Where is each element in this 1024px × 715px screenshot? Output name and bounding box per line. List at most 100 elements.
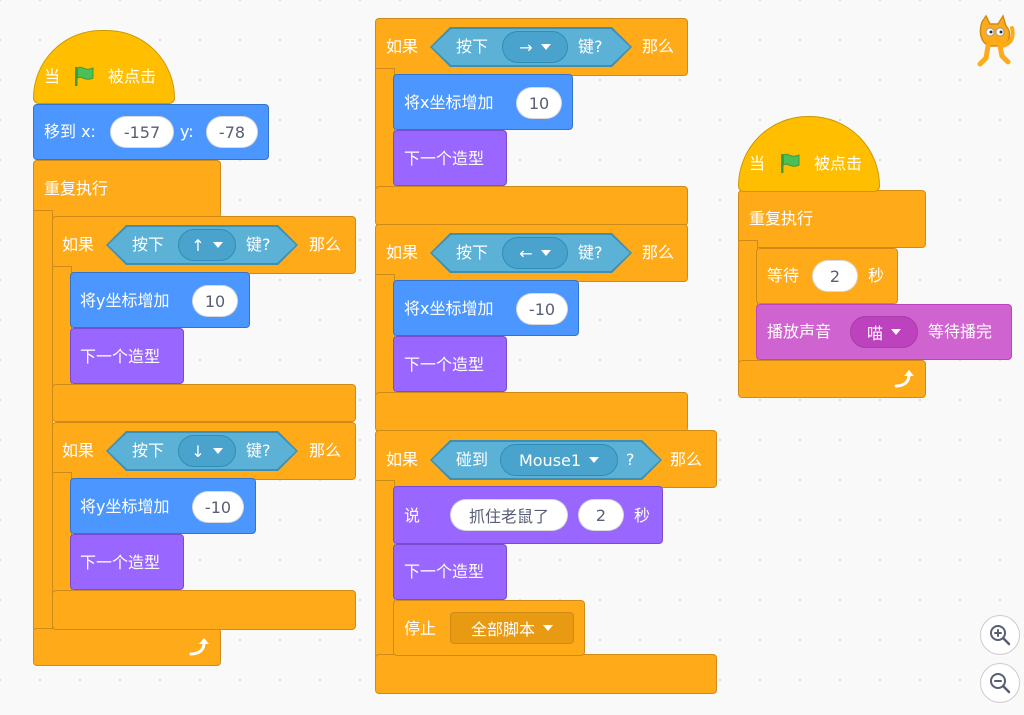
- next-costume-label: 下一个造型: [404, 149, 485, 168]
- chevron-down-icon: [212, 242, 223, 248]
- loop-arrow-icon: [189, 638, 209, 656]
- key-dropdown[interactable]: ↓: [178, 435, 236, 467]
- next-costume-block[interactable]: [393, 544, 507, 600]
- change-y-label: 将y坐标增加: [80, 291, 170, 310]
- goto-y-label: y:: [180, 122, 194, 141]
- key-dropdown[interactable]: →: [502, 31, 568, 63]
- if-block-bottom[interactable]: [375, 392, 688, 432]
- touching-label: 碰到: [456, 450, 489, 469]
- zoom-out-button[interactable]: [980, 663, 1020, 703]
- zoom-in-icon: [990, 625, 1011, 646]
- zoom-in-button[interactable]: [980, 615, 1020, 655]
- forever-block-top[interactable]: [738, 190, 926, 248]
- goto-y-input[interactable]: -78: [206, 116, 258, 148]
- stop-label: 停止: [404, 619, 437, 638]
- zoom-out-icon: [990, 673, 1011, 694]
- then-label: 那么: [670, 450, 703, 469]
- next-costume-label: 下一个造型: [80, 553, 161, 572]
- next-costume-block[interactable]: [393, 130, 507, 186]
- key-dropdown-value: ↑: [191, 235, 205, 255]
- forever-block-arm: [738, 240, 758, 364]
- play-sound-label: 播放声音: [767, 322, 832, 341]
- change-x-input[interactable]: 10: [516, 87, 562, 119]
- key-dropdown[interactable]: ↑: [178, 229, 236, 261]
- chevron-down-icon: [212, 448, 223, 454]
- hat-clicked-label: 被点击: [108, 67, 157, 86]
- if-label: 如果: [386, 37, 419, 56]
- chevron-down-icon: [589, 457, 600, 463]
- hat-clicked-label: 被点击: [814, 154, 863, 173]
- loop-arrow-icon: [894, 370, 914, 388]
- if-label: 如果: [386, 243, 419, 262]
- touching-target-value: Mouse1: [518, 450, 582, 470]
- key-dropdown[interactable]: ←: [502, 237, 568, 269]
- say-secs-input[interactable]: 2: [578, 499, 624, 531]
- hat-when-label: 当: [749, 154, 766, 173]
- say-label: 说: [404, 506, 421, 525]
- question-label: ?: [626, 450, 635, 469]
- sound-dropdown[interactable]: 喵: [850, 316, 918, 348]
- goto-x-label: 移到 x:: [44, 122, 96, 141]
- chevron-down-icon: [891, 329, 901, 335]
- green-flag-icon: [75, 66, 94, 86]
- key-suffix-label: 键?: [578, 243, 603, 262]
- if-block-arm: [375, 274, 395, 398]
- secs-unit-label: 秒: [634, 506, 651, 525]
- chevron-down-icon: [540, 250, 551, 256]
- key-suffix-label: 键?: [246, 441, 271, 460]
- forever-block-arm: [33, 210, 53, 630]
- say-message-input[interactable]: 抓住老鼠了: [450, 499, 568, 531]
- if-block-bottom[interactable]: [375, 186, 688, 226]
- next-costume-label: 下一个造型: [404, 562, 485, 581]
- if-block-bottom[interactable]: [52, 384, 356, 422]
- forever-label: 重复执行: [44, 179, 109, 198]
- change-x-input[interactable]: -10: [516, 293, 568, 325]
- key-pressed-label: 按下: [132, 235, 165, 254]
- if-block-bottom[interactable]: [375, 654, 717, 694]
- if-label: 如果: [62, 235, 95, 254]
- stop-option-dropdown[interactable]: 全部脚本: [450, 612, 574, 644]
- if-label: 如果: [62, 441, 95, 460]
- chevron-down-icon: [543, 625, 553, 631]
- then-label: 那么: [309, 235, 342, 254]
- stop-option-value: 全部脚本: [470, 620, 535, 639]
- forever-block-top[interactable]: [33, 160, 221, 218]
- if-block-bottom[interactable]: [52, 590, 356, 630]
- if-block-arm: [375, 480, 395, 660]
- key-suffix-label: 键?: [578, 37, 603, 56]
- goto-x-input[interactable]: -157: [110, 116, 174, 148]
- next-costume-block[interactable]: [393, 336, 507, 392]
- chevron-down-icon: [540, 44, 551, 50]
- forever-block-bottom[interactable]: [738, 360, 926, 398]
- next-costume-block[interactable]: [70, 534, 184, 590]
- forever-block-bottom[interactable]: [33, 628, 221, 666]
- wait-secs-input[interactable]: 2: [812, 260, 858, 292]
- change-y-input[interactable]: 10: [192, 285, 238, 317]
- key-pressed-label: 按下: [456, 243, 489, 262]
- forever-label: 重复执行: [749, 209, 814, 228]
- wait-unit-label: 秒: [868, 266, 885, 285]
- change-y-input[interactable]: -10: [192, 491, 244, 523]
- then-label: 那么: [642, 243, 675, 262]
- cat-sprite-icon[interactable]: [972, 14, 1016, 70]
- wait-label: 等待: [767, 266, 800, 285]
- change-x-label: 将x坐标增加: [404, 93, 494, 112]
- key-pressed-label: 按下: [456, 37, 489, 56]
- next-costume-label: 下一个造型: [404, 355, 485, 374]
- key-dropdown-value: ←: [519, 243, 533, 263]
- if-block-arm: [52, 266, 72, 390]
- sound-dropdown-value: 喵: [866, 324, 883, 343]
- key-dropdown-value: ↓: [191, 441, 205, 461]
- hat-when-label: 当: [44, 67, 61, 86]
- change-x-label: 将x坐标增加: [404, 299, 494, 318]
- next-costume-label: 下一个造型: [80, 347, 161, 366]
- key-dropdown-value: →: [519, 37, 533, 57]
- touching-target-dropdown[interactable]: Mouse1: [500, 444, 618, 476]
- if-block-arm: [52, 472, 72, 596]
- if-block-arm: [375, 68, 395, 192]
- then-label: 那么: [642, 37, 675, 56]
- if-label: 如果: [386, 450, 419, 469]
- then-label: 那么: [309, 441, 342, 460]
- next-costume-block[interactable]: [70, 328, 184, 384]
- play-sound-suffix: 等待播完: [928, 322, 993, 341]
